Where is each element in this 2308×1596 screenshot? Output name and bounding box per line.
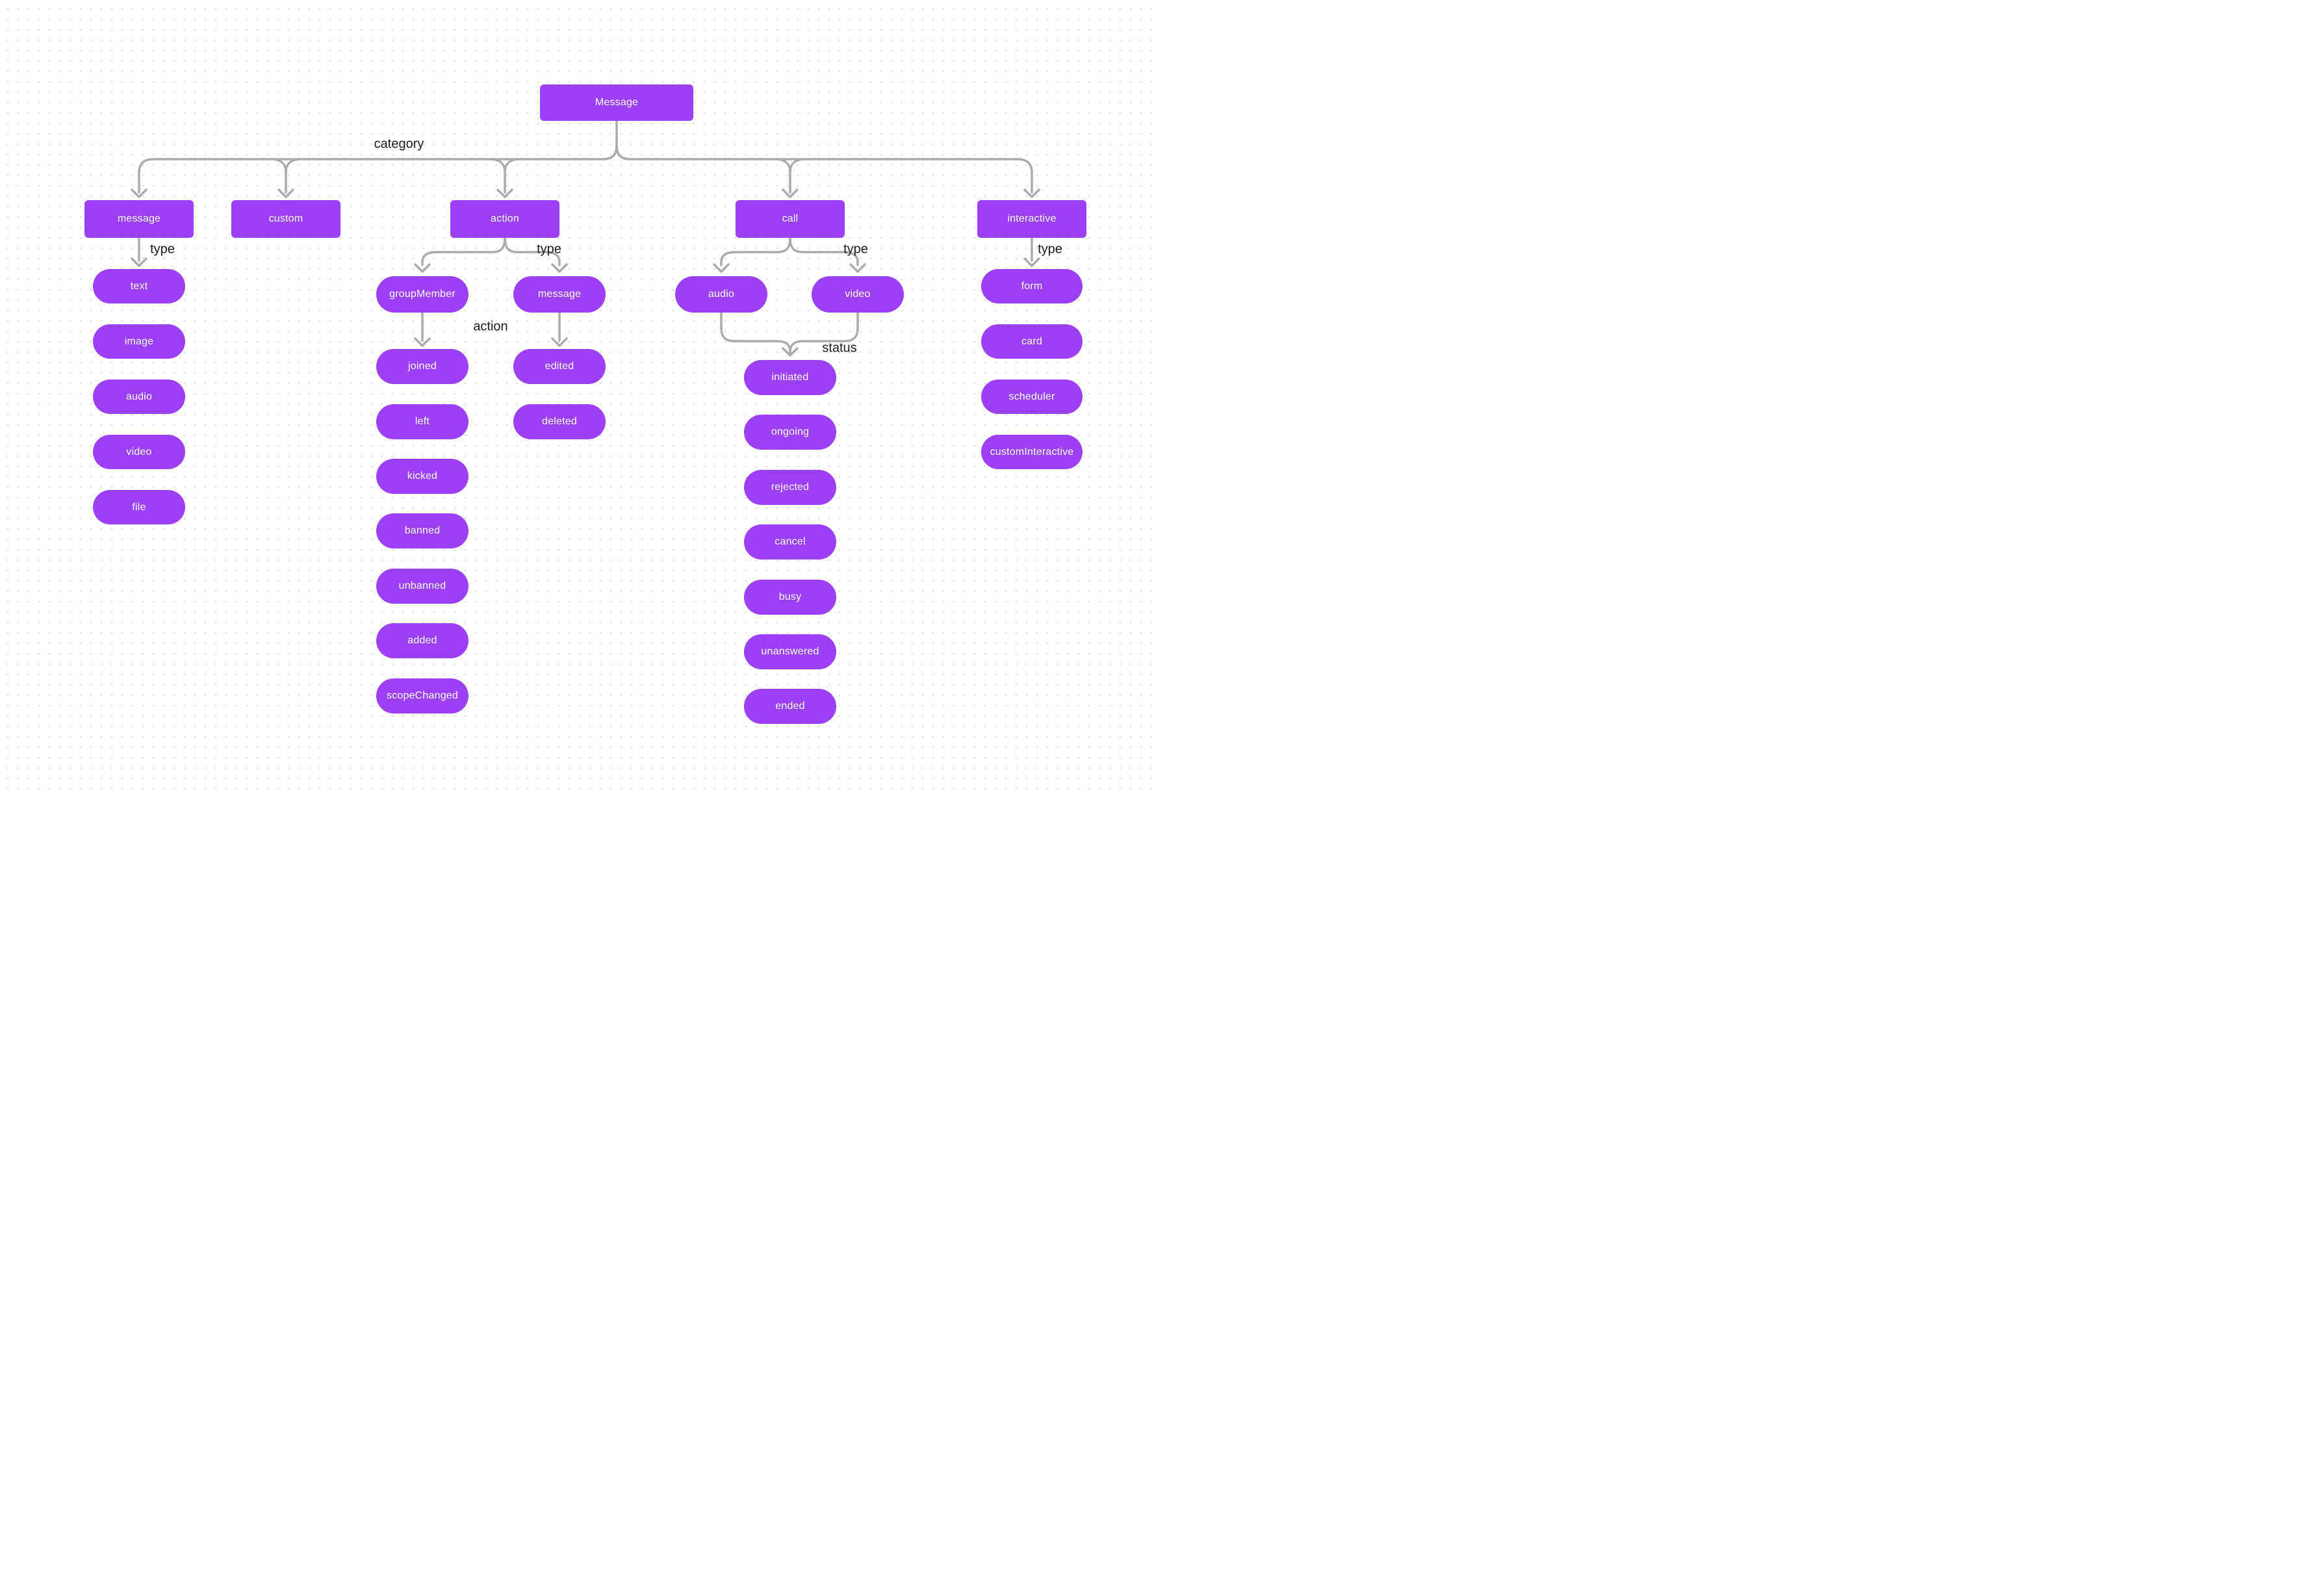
edge-drop-action	[491, 158, 506, 194]
connector-layer	[131, 120, 1040, 357]
node-category-interactive[interactable]: interactive	[977, 200, 1086, 238]
node-call-video[interactable]: video	[812, 276, 904, 313]
arrowhead-form	[1023, 257, 1040, 267]
node-status-unanswered[interactable]: unanswered	[744, 634, 836, 669]
edge-drop-call-fillet	[789, 158, 804, 173]
node-status-initiated[interactable]: initiated	[744, 360, 836, 395]
node-action-deleted[interactable]: deleted	[513, 404, 606, 439]
node-interactive-custom[interactable]: customInteractive	[981, 435, 1083, 469]
node-status-busy[interactable]: busy	[744, 580, 836, 615]
arrowhead-edited	[551, 337, 568, 347]
node-status-cancel[interactable]: cancel	[744, 524, 836, 560]
node-action-scope-changed[interactable]: scopeChanged	[376, 678, 468, 714]
arrowhead-call	[782, 188, 799, 198]
node-category-action[interactable]: action	[450, 200, 559, 238]
node-type-video[interactable]: video	[93, 435, 185, 469]
node-group-member[interactable]: groupMember	[376, 276, 468, 313]
arrowhead-message	[131, 188, 147, 198]
edge-action-fork-right	[504, 237, 561, 266]
arrowhead-joined	[414, 337, 431, 347]
arrowhead-custom	[277, 188, 294, 198]
edge-label-message-type: type	[150, 242, 175, 257]
edge-label-call-type: type	[843, 242, 868, 257]
node-category-message[interactable]: message	[84, 200, 194, 238]
edge-label-call-status: status	[822, 341, 857, 355]
node-status-rejected[interactable]: rejected	[744, 470, 836, 505]
node-action-left[interactable]: left	[376, 404, 468, 439]
node-status-ended[interactable]: ended	[744, 689, 836, 724]
arrowhead-action	[496, 188, 513, 198]
node-message-root[interactable]: Message	[540, 84, 693, 121]
edge-root-right	[615, 144, 1033, 194]
edge-label-group-member-action: action	[473, 319, 508, 334]
node-action-banned[interactable]: banned	[376, 513, 468, 548]
edge-drop-custom	[272, 158, 287, 194]
node-action-message[interactable]: message	[513, 276, 606, 313]
edge-call-fork-left	[720, 237, 791, 266]
node-status-ongoing[interactable]: ongoing	[744, 415, 836, 450]
node-category-custom[interactable]: custom	[231, 200, 340, 238]
arrowhead-action-message	[551, 263, 568, 273]
arrowhead-video	[849, 263, 866, 273]
edge-video-status	[789, 311, 859, 353]
node-category-call[interactable]: call	[736, 200, 845, 238]
node-interactive-card[interactable]: card	[981, 324, 1083, 359]
arrowhead-initiated	[782, 347, 799, 357]
node-action-unbanned[interactable]: unbanned	[376, 569, 468, 604]
node-type-audio[interactable]: audio	[93, 380, 185, 414]
node-action-joined[interactable]: joined	[376, 349, 468, 384]
node-interactive-form[interactable]: form	[981, 269, 1083, 303]
edge-action-fork-left	[421, 237, 506, 266]
edge-drop-custom-fillet	[285, 158, 300, 173]
edge-drop-action-fillet	[504, 158, 519, 173]
node-type-file[interactable]: file	[93, 490, 185, 524]
edge-label-action-type: type	[537, 242, 561, 257]
node-action-kicked[interactable]: kicked	[376, 459, 468, 494]
node-type-image[interactable]: image	[93, 324, 185, 359]
node-interactive-scheduler[interactable]: scheduler	[981, 380, 1083, 414]
node-action-edited[interactable]: edited	[513, 349, 606, 384]
edge-drop-call	[776, 158, 791, 194]
arrowhead-text	[131, 257, 147, 267]
edge-label-interactive-type: type	[1038, 242, 1062, 257]
edge-call-fork-right	[789, 237, 859, 266]
edge-root-left	[138, 144, 618, 194]
node-call-audio[interactable]: audio	[675, 276, 767, 313]
arrowhead-interactive	[1023, 188, 1040, 198]
node-action-added[interactable]: added	[376, 623, 468, 658]
arrowhead-audio	[713, 263, 730, 273]
edge-audio-status	[720, 311, 791, 355]
node-type-text[interactable]: text	[93, 269, 185, 303]
edge-label-category: category	[374, 136, 424, 151]
arrowhead-group-member	[414, 263, 431, 273]
diagram-canvas: category type type type type action stat…	[0, 0, 1154, 798]
